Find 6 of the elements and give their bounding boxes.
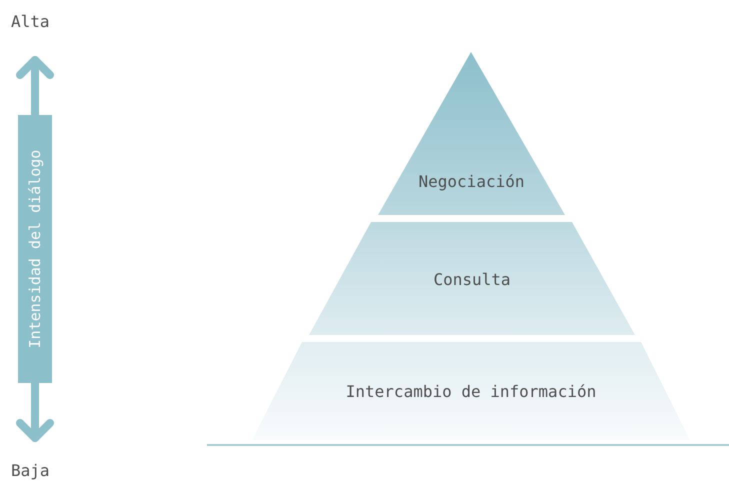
tier-label: Consulta (432, 270, 512, 289)
axis-label: Intensidad del diálogo (26, 150, 44, 348)
scale-high-label: Alta (11, 12, 50, 31)
tier-label: Intercambio de información (344, 382, 598, 401)
tier-label: Negociación (418, 172, 526, 191)
scale-low-label: Baja (11, 461, 50, 480)
